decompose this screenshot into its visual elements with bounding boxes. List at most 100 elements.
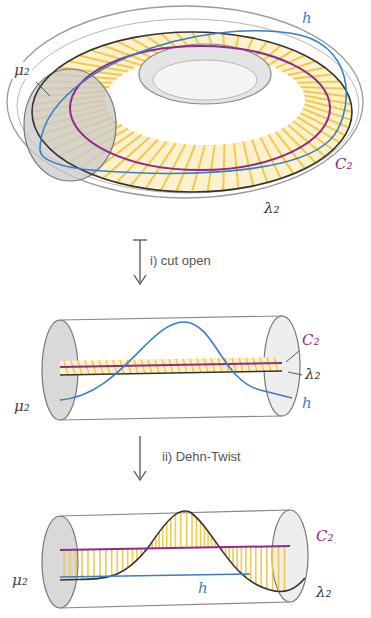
drawing-stroke [60, 316, 282, 320]
band-stripe [234, 143, 238, 188]
meridian-band [60, 357, 282, 375]
meridian-disk [272, 510, 308, 602]
band-stripe [113, 360, 117, 374]
band-stripe [266, 546, 268, 589]
drawing-stroke [139, 436, 140, 478]
band-stripe [175, 514, 177, 548]
longitude-curve [60, 371, 282, 375]
band-stripe [158, 532, 160, 548]
band-stripe [134, 360, 138, 374]
band-stripe [78, 361, 82, 375]
band-stripe [155, 359, 159, 373]
band-stripe [223, 144, 224, 190]
c-curve [70, 46, 330, 170]
torus-hole-inner [153, 60, 257, 100]
band-stripe [169, 359, 173, 373]
drawing-stroke [60, 416, 282, 420]
band-stripe [69, 550, 71, 580]
band-stripe [284, 546, 286, 591]
torus-hole [139, 44, 271, 104]
band-stripe [99, 360, 103, 374]
band-stripe [183, 359, 187, 373]
band-stripe [253, 358, 257, 372]
band-stripe [207, 531, 209, 547]
leader-line [36, 82, 50, 96]
curve-label: μ₂ [12, 398, 32, 415]
band-stripe [111, 549, 113, 576]
curve-label: μ₂ [10, 572, 30, 589]
curve-label: h [196, 580, 210, 597]
leader-line [286, 351, 299, 362]
band-stripe [245, 547, 247, 578]
drawing-stroke [134, 471, 146, 480]
band-stripe [243, 142, 253, 186]
band-stripe [132, 549, 134, 565]
leader-line [288, 372, 302, 375]
band-stripe [106, 360, 110, 374]
curve-label: C₂ [314, 528, 336, 545]
band-stripe [92, 360, 96, 374]
band-stripe [85, 361, 89, 375]
band-stripe [148, 359, 152, 373]
band-stripe [81, 550, 83, 580]
band-stripe [268, 135, 293, 174]
band-stripe [122, 549, 124, 571]
curve-label: μ₂ [12, 62, 32, 79]
h-curve [60, 322, 292, 400]
band-stripe [211, 358, 215, 372]
band-stripe [250, 547, 252, 581]
band-stripe [162, 527, 164, 548]
band-stripe [260, 357, 264, 371]
drawing-stroke [139, 240, 140, 282]
band-stripe [241, 547, 243, 574]
band-stripe [63, 550, 65, 580]
curve-label: λ₂ [314, 584, 334, 601]
band-stripe [105, 549, 107, 577]
band-stripe [162, 359, 166, 373]
band-stripe [246, 358, 250, 372]
band-stripe [239, 358, 243, 372]
torus-rim [17, 19, 359, 193]
band-stripe [196, 518, 198, 548]
band-stripe [200, 522, 202, 548]
band-stripe [274, 357, 278, 371]
step-label: ii) Dehn-Twist [160, 450, 243, 465]
solid-torus [7, 6, 363, 198]
band-stripe [236, 547, 238, 569]
c-curve [60, 363, 282, 367]
band-stripe [191, 514, 193, 548]
band-stripe [208, 145, 215, 192]
band-stripe [64, 361, 68, 375]
drawing-stroke [60, 602, 290, 608]
band-stripe [267, 357, 271, 371]
curve-label: λ₂ [303, 366, 323, 383]
band-stripe [278, 546, 280, 591]
band-stripe [186, 511, 188, 548]
curve-label: h [300, 10, 314, 27]
band-stripe [218, 358, 222, 372]
band-stripe [117, 549, 119, 574]
band-stripe [71, 361, 75, 375]
step-label: i) cut open [148, 254, 213, 269]
cut-cylinder [42, 316, 302, 420]
longitude-curve [60, 511, 305, 592]
band-stripe [176, 359, 180, 373]
band-stripe [192, 145, 205, 192]
band-stripe [232, 547, 234, 565]
curve-label: h [300, 395, 314, 412]
c-curve [60, 546, 290, 550]
h-curve [40, 31, 346, 173]
band-stripe [204, 358, 208, 372]
band-stripe [204, 526, 206, 547]
band-stripe [93, 549, 95, 579]
meridian-disk [42, 516, 78, 608]
twisted-cylinder [42, 510, 308, 608]
curve-label: C₂ [300, 332, 322, 349]
maps-to-arrow [134, 436, 146, 480]
band-stripe [87, 550, 89, 580]
h-curve [60, 574, 250, 577]
drawing-stroke [134, 275, 146, 284]
